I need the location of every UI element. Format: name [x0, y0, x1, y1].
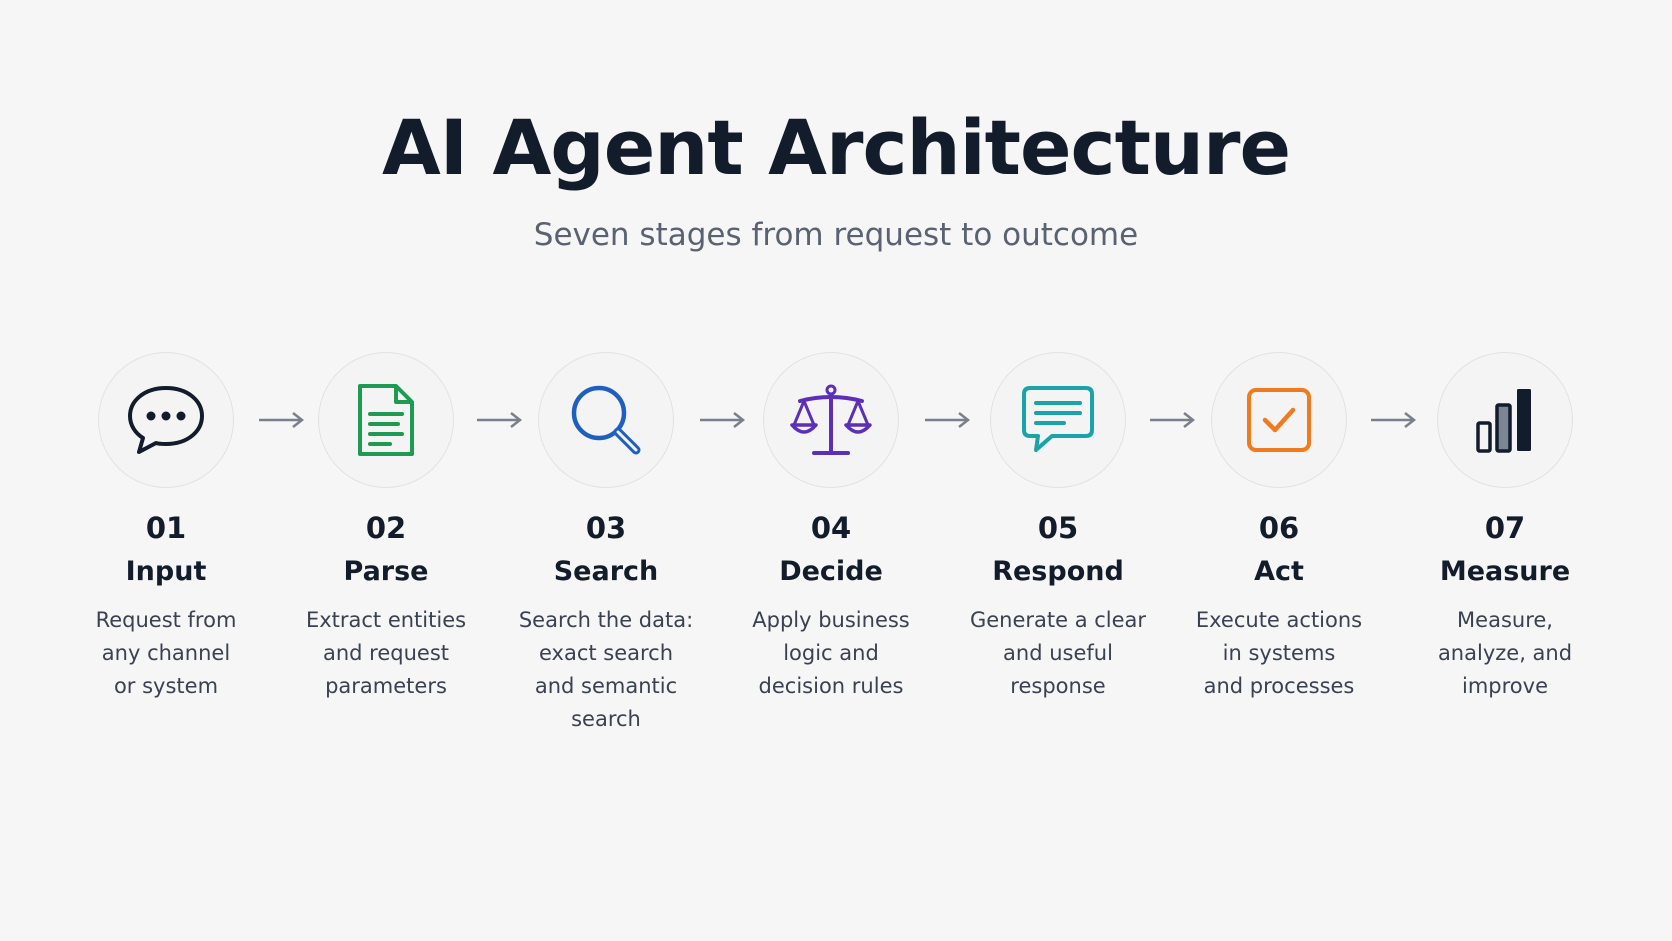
arrow-right-icon	[700, 412, 746, 428]
stage-name: Parse	[343, 556, 429, 587]
chat-bubble-icon	[128, 386, 204, 454]
checkbox-icon	[1247, 388, 1311, 452]
stage-name: Respond	[992, 556, 1124, 587]
stage-number: 04	[810, 511, 852, 545]
stage-description: Generate a clear and useful response	[969, 608, 1147, 698]
stage-decide: 04 Decide Apply business logic and decis…	[711, 352, 951, 703]
stage-number: 06	[1258, 511, 1300, 545]
page-title: AI Agent Architecture	[381, 103, 1291, 192]
stage-description: Search the data: exact search and semant…	[518, 608, 694, 731]
stage-icon-circle	[98, 352, 234, 488]
stage-description: Measure, analyze, and improve	[1437, 608, 1573, 698]
stage-description: Apply business logic and decision rules	[752, 608, 910, 698]
bar-chart-icon	[1476, 389, 1531, 453]
stage-description: Execute actions in systems and processes	[1195, 608, 1363, 698]
stage-name: Act	[1254, 556, 1304, 587]
page-subtitle: Seven stages from request to outcome	[533, 217, 1139, 253]
stage-icon-circle	[538, 352, 674, 488]
stage-icon-circle	[318, 352, 454, 488]
arrow-right-icon	[259, 412, 305, 428]
stage-measure: 07 Measure Measure, analyze, and improve	[1385, 352, 1625, 703]
stage-icon-circle	[990, 352, 1126, 488]
arrow-right-icon	[925, 412, 971, 428]
stage-name: Search	[553, 556, 659, 587]
message-icon	[1022, 386, 1094, 452]
stage-number: 01	[145, 511, 187, 545]
magnifier-icon	[571, 385, 641, 455]
stage-icon-circle	[1437, 352, 1573, 488]
stage-description: Request from any channel or system	[95, 608, 237, 698]
stage-icon-circle	[1211, 352, 1347, 488]
arrow-right-icon	[477, 412, 523, 428]
stage-input: 01 Input Request from any channel or sys…	[46, 352, 286, 703]
stage-icon-circle	[763, 352, 899, 488]
stage-number: 07	[1484, 511, 1526, 545]
document-icon	[358, 384, 414, 456]
stage-number: 02	[365, 511, 407, 545]
stage-number: 03	[585, 511, 627, 545]
stage-act: 06 Act Execute actions in systems and pr…	[1159, 352, 1399, 703]
stage-name: Input	[125, 556, 207, 587]
stage-name: Decide	[779, 556, 883, 587]
stage-description: Extract entities and request parameters	[305, 608, 467, 698]
scales-icon	[790, 384, 872, 455]
arrow-right-icon	[1371, 412, 1417, 428]
stage-parse: 02 Parse Extract entities and request pa…	[266, 352, 506, 703]
stage-number: 05	[1037, 511, 1079, 545]
stage-respond: 05 Respond Generate a clear and useful r…	[938, 352, 1178, 703]
stage-name: Measure	[1439, 556, 1571, 587]
stage-search: 03 Search Search the data: exact search …	[486, 352, 726, 736]
arrow-right-icon	[1150, 412, 1196, 428]
